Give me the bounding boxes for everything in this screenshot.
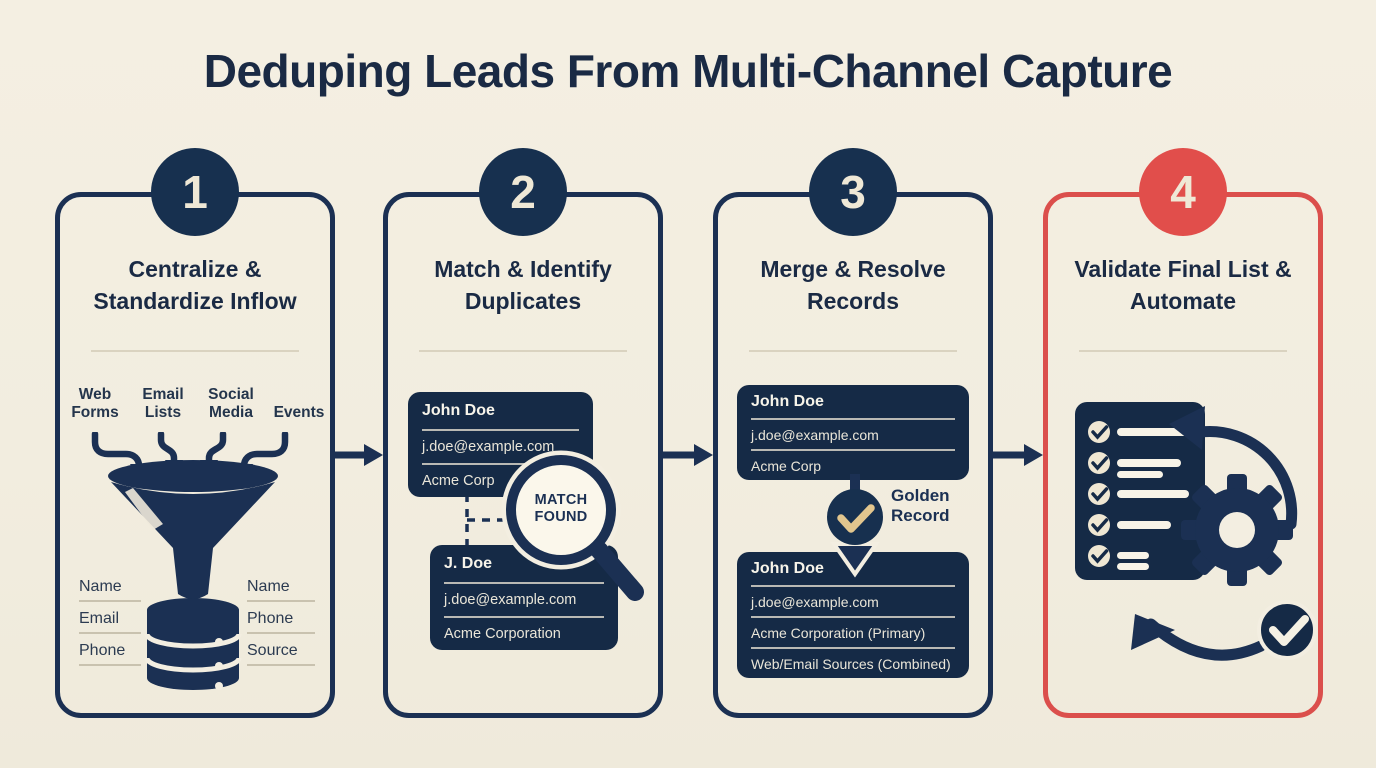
field-label: Source: [247, 642, 315, 666]
field-label: Phone: [247, 610, 315, 634]
step-1-number: 1: [182, 166, 208, 218]
record-divider: [751, 616, 955, 618]
page-title: Deduping Leads From Multi-Channel Captur…: [203, 45, 1173, 97]
record-divider: [751, 449, 955, 451]
field-label: Name: [79, 578, 141, 602]
funnel-icon: [108, 460, 278, 599]
step-3-panel: 3 Merge & Resolve Records John Doe j.doe…: [713, 148, 993, 718]
record-divider: [751, 647, 955, 649]
step-2-number-badge: 2: [479, 148, 567, 236]
divider: [419, 350, 627, 352]
record-company: Acme Corp: [751, 457, 822, 474]
step-1-panel: 1 Centralize & Standardize Inflow Web Fo…: [55, 148, 335, 718]
standard-fields-left: Name Email Phone: [79, 578, 141, 674]
record-source: Web/Email Sources (Combined): [751, 655, 951, 672]
step-3-number: 3: [840, 166, 866, 218]
record-card-b: J. Doe j.doe@example.com Acme Corporatio…: [430, 545, 618, 650]
record-divider: [444, 582, 604, 584]
record-divider: [422, 429, 579, 431]
step-3-number-badge: 3: [809, 148, 897, 236]
record-email: j.doe@example.com: [751, 426, 879, 443]
record-card-a: John Doe j.doe@example.com Acme Corp: [408, 392, 593, 497]
step-4-title: Validate Final List & Automate: [1074, 256, 1292, 314]
step-1-number-badge: 1: [151, 148, 239, 236]
gear-icon: [1181, 474, 1293, 586]
down-arrow-icon: [830, 542, 880, 578]
source-web-forms: Web Forms: [71, 386, 119, 421]
flow-arrow-icon: [993, 444, 1043, 466]
step-4-number-badge: 4: [1139, 148, 1227, 236]
record-email: j.doe@example.com: [422, 439, 555, 455]
record-divider: [751, 418, 955, 420]
source-social-media: Social Media: [208, 386, 254, 421]
record-name: John Doe: [751, 560, 824, 577]
golden-check-circle: [827, 489, 883, 545]
match-connector-dashes: [465, 494, 513, 550]
divider: [91, 350, 299, 352]
divider: [749, 350, 957, 352]
match-found-badge: MATCH FOUND: [534, 492, 588, 526]
source-events: Events: [273, 403, 325, 421]
flow-arrow-icon: [333, 444, 383, 466]
checklist-icon: [1075, 402, 1205, 580]
field-label: Email: [79, 610, 141, 634]
golden-record-label: Golden Record: [891, 486, 950, 526]
record-email: j.doe@example.com: [444, 592, 577, 608]
record-name: John Doe: [751, 393, 824, 410]
record-company: Acme Corp: [422, 473, 495, 489]
step-4-panel: 4 Validate Final List & Automate: [1043, 148, 1323, 718]
funnel-database-graphic: [91, 432, 289, 690]
magnifier-icon: [501, 450, 644, 601]
record-name: J. Doe: [444, 555, 493, 572]
step-2-title: Match & Identify Duplicates: [434, 256, 612, 314]
field-label: Phone: [79, 642, 141, 666]
check-badge-icon: [1257, 600, 1317, 660]
golden-record-connector: [827, 474, 883, 578]
record-email: j.doe@example.com: [751, 593, 879, 610]
golden-check-icon: [837, 504, 875, 533]
record-card-a: John Doe j.doe@example.com Acme Corp: [737, 385, 969, 480]
record-company: Acme Corporation (Primary): [751, 624, 926, 641]
field-label: Name: [247, 578, 315, 602]
divider: [1079, 350, 1287, 352]
record-divider: [751, 585, 955, 587]
standard-fields-right: Name Phone Source: [247, 578, 315, 674]
source-email-lists: Email Lists: [142, 386, 184, 421]
record-name: John Doe: [422, 402, 495, 419]
inflow-arrow-icons: [91, 432, 289, 472]
step-4-number: 4: [1170, 166, 1196, 218]
validate-automate-graphic: [1075, 402, 1317, 661]
record-divider: [444, 616, 604, 618]
cycle-arrowheads: [1131, 406, 1205, 650]
step-3-title: Merge & Resolve Records: [760, 256, 946, 314]
lead-sources-row: Web Forms Email Lists Social Media Event…: [65, 386, 329, 422]
step-1-title: Centralize & Standardize Inflow: [93, 256, 297, 314]
step-2-panel: 2 Match & Identify Duplicates John Doe j…: [383, 148, 663, 718]
record-company: Acme Corporation: [444, 626, 561, 642]
record-divider: [422, 463, 579, 465]
database-icon: [144, 598, 242, 690]
step-2-number: 2: [510, 166, 536, 218]
flow-arrow-icon: [663, 444, 713, 466]
